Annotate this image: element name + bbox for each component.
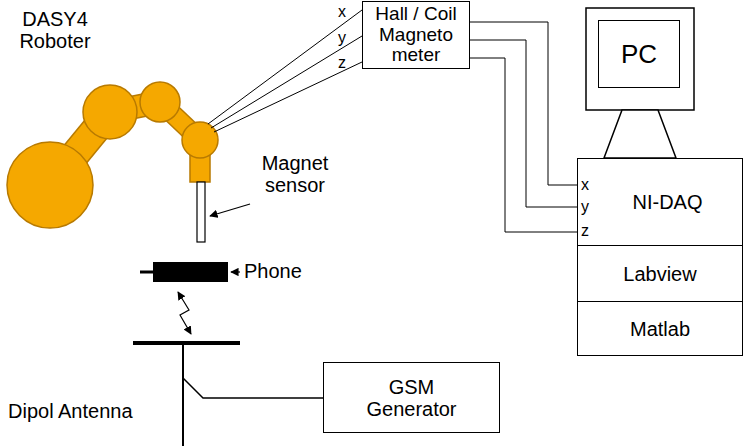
phone-body bbox=[153, 262, 228, 282]
part-label: Magnet sensor bbox=[255, 152, 335, 196]
sensor-cable bbox=[211, 36, 362, 128]
leader-arrow bbox=[210, 204, 250, 216]
robot-arm bbox=[7, 82, 218, 228]
radio-link-zigzag bbox=[178, 292, 191, 334]
robot-joint bbox=[140, 82, 180, 122]
software-band: Labview bbox=[577, 246, 743, 302]
daq-band: NI-DAQ bbox=[577, 158, 743, 246]
signal-wire bbox=[470, 40, 577, 207]
part-label: Phone bbox=[244, 260, 324, 282]
phone-antenna-stub bbox=[140, 271, 154, 274]
pc-screen-box: PC bbox=[598, 20, 680, 88]
robot-label: DASY4 Roboter bbox=[5, 8, 105, 52]
leader-arrow bbox=[231, 271, 240, 272]
node-text: Hall / Coil Magneto meter bbox=[366, 4, 466, 67]
sensor-cable bbox=[214, 62, 362, 132]
antenna-feed-cable bbox=[183, 378, 323, 398]
robot-joint bbox=[83, 85, 137, 139]
magnet-sensor-probe bbox=[197, 182, 205, 242]
node-text: Labview bbox=[623, 263, 696, 285]
sensor-cable bbox=[208, 10, 362, 124]
node-text: Matlab bbox=[630, 318, 690, 340]
monitor-frame bbox=[586, 8, 694, 110]
signal-name: z bbox=[581, 222, 595, 240]
signal-name: x bbox=[336, 3, 348, 21]
signal-name: z bbox=[336, 54, 348, 72]
robot-base bbox=[7, 142, 93, 228]
monitor-stand bbox=[604, 110, 676, 158]
software-band: Matlab bbox=[577, 302, 743, 356]
node-text: PC bbox=[621, 40, 657, 69]
generator-box: GSM Generator bbox=[323, 362, 500, 433]
signal-wire bbox=[470, 22, 577, 185]
antenna-mast bbox=[182, 343, 184, 446]
antenna-dipole-bar bbox=[133, 341, 240, 345]
signal-wire bbox=[470, 58, 577, 232]
node-text: GSM Generator bbox=[357, 376, 467, 420]
node-text: NI-DAQ bbox=[633, 191, 703, 213]
part-label: Dipol Antenna bbox=[8, 400, 178, 422]
signal-name: x bbox=[581, 176, 595, 194]
magnetometer-box: Hall / Coil Magneto meter bbox=[362, 1, 470, 69]
signal-name: y bbox=[336, 29, 348, 47]
signal-name: y bbox=[581, 198, 595, 216]
